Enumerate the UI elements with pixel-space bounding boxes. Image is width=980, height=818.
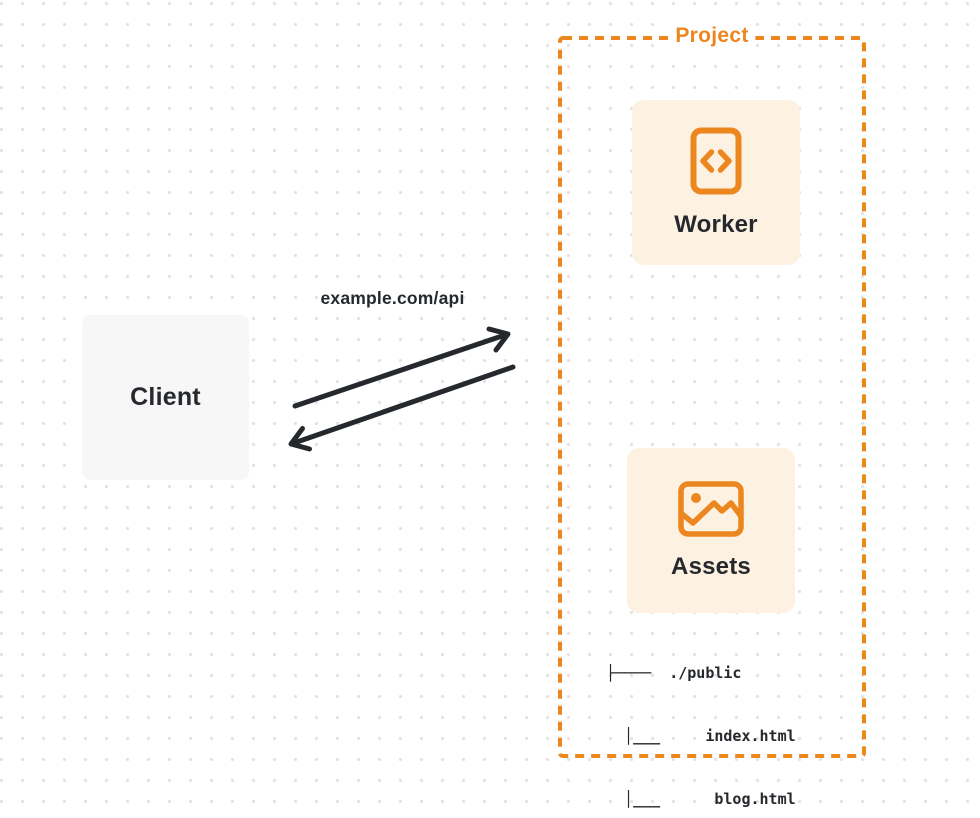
file-tree-line: │___ index.html	[606, 727, 796, 745]
project-boundary: Project Worker Assets ├──── ./publ	[558, 23, 866, 808]
request-url-label: example.com/api	[320, 288, 465, 308]
image-icon	[678, 480, 744, 537]
worker-label: Worker	[674, 210, 758, 238]
file-tree: ├──── ./public │___ index.html │___ blog…	[606, 621, 796, 818]
worker-card: Worker	[632, 100, 800, 265]
file-tree-root: ├──── ./public	[606, 664, 742, 682]
code-icon	[690, 127, 742, 194]
client-label: Client	[130, 383, 201, 411]
assets-card: Assets	[627, 448, 795, 613]
assets-label: Assets	[671, 552, 751, 580]
request-response-arrows	[288, 326, 516, 452]
response-arrow	[288, 364, 516, 452]
project-label: Project	[668, 23, 756, 49]
file-tree-line: │___ blog.html	[606, 790, 796, 808]
client-node: Client	[82, 315, 249, 480]
request-arrow	[292, 326, 511, 409]
